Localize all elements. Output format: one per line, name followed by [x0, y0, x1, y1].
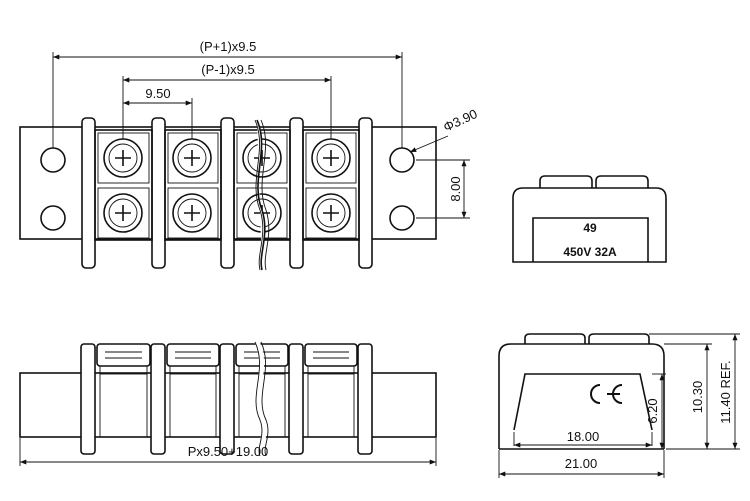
mount-hole-br: [389, 205, 415, 231]
dim-hole-dia: Φ3.90: [441, 106, 480, 135]
dim-overall-length: Px9.50+19.00: [188, 444, 269, 459]
dim-pitch: 9.50: [145, 86, 170, 101]
dim-body-height: 6.20: [645, 398, 660, 423]
front-view: Px9.50+19.00: [19, 340, 437, 466]
dim-overall-pitch: (P+1)x9.5: [200, 39, 257, 54]
label-part-number: 49: [583, 221, 597, 235]
dim-hole-spacing: 8.00: [448, 176, 463, 201]
top-view: (P+1)x9.5 (P-1)x9.5 9.50 Φ3.90 8.00: [19, 39, 480, 271]
side-view-bottom: 18.00 21.00 6.20 10.30 11.40 REF.: [498, 333, 740, 478]
dim-base-outer: 21.00: [565, 456, 598, 471]
side-view-top: 49 450V 32A: [512, 175, 667, 263]
dim-total-height: 10.30: [690, 381, 705, 414]
mount-hole-tl: [40, 147, 66, 173]
terminal-cell-1: [94, 129, 153, 241]
dim-inner-pitch: (P-1)x9.5: [201, 62, 254, 77]
label-rating: 450V 32A: [563, 245, 617, 259]
terminal-cell-4: [302, 129, 360, 241]
ce-mark-icon: [590, 384, 623, 404]
dim-base-inner: 18.00: [567, 429, 600, 444]
mount-hole-bl: [40, 205, 66, 231]
terminal-cell-2: [164, 129, 222, 241]
dim-ref-height: 11.40 REF.: [718, 360, 733, 423]
